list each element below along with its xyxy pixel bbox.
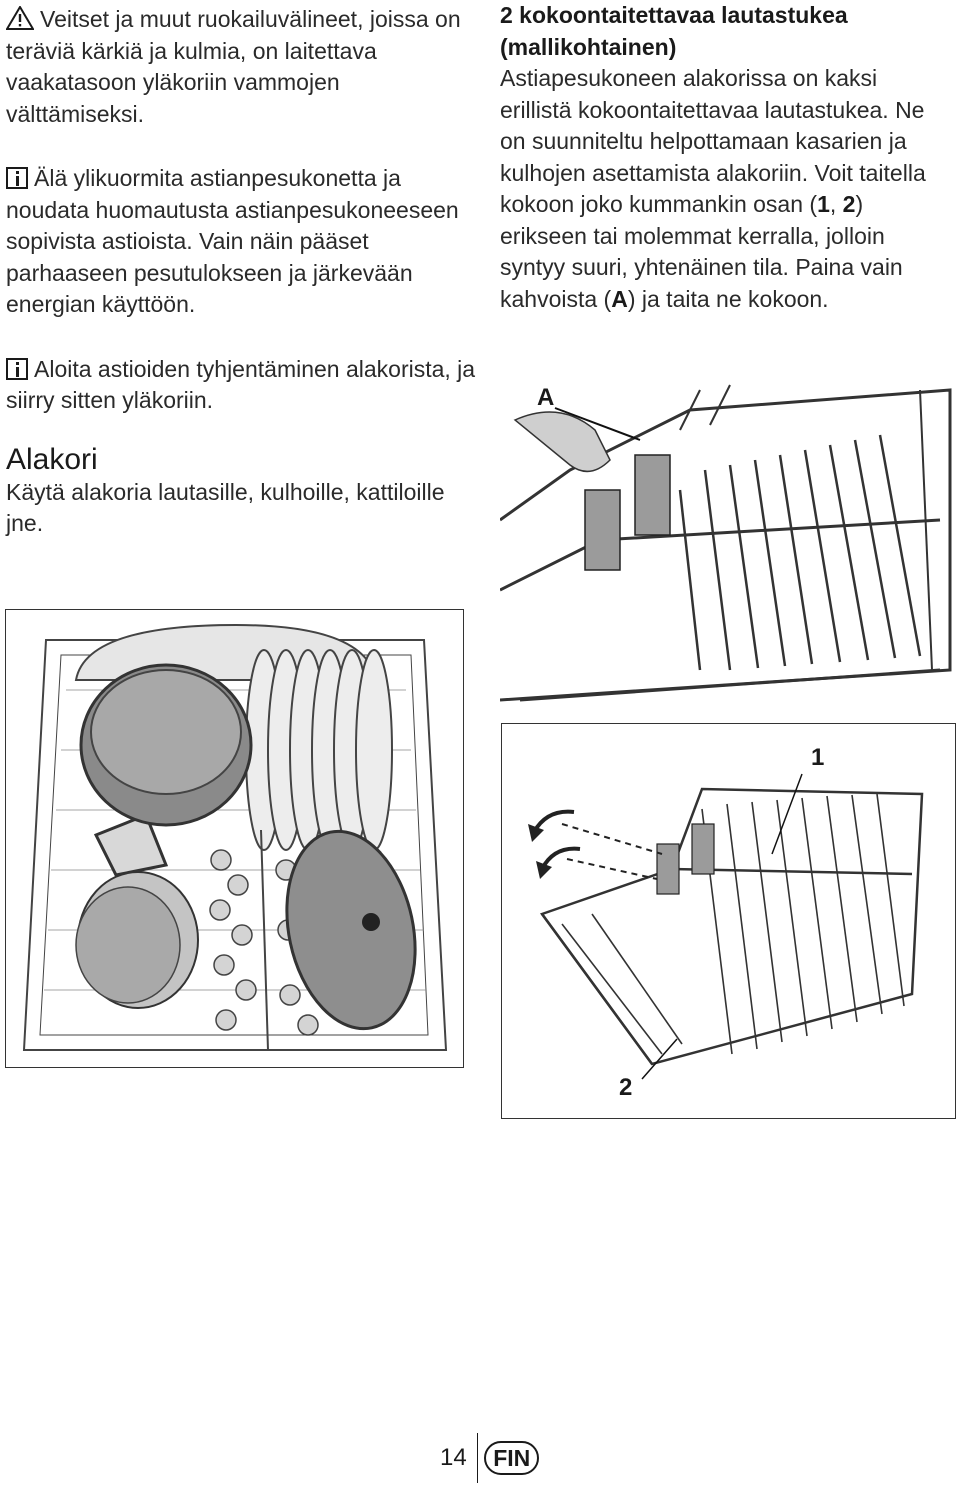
label-a: A	[537, 384, 555, 411]
section-title: Alakori	[6, 442, 98, 476]
page-footer: 14 FIN	[440, 1432, 540, 1484]
info-icon	[6, 167, 28, 189]
warning-text: Veitset ja muut ruokailuvälineet, joissa…	[6, 6, 461, 127]
warning-paragraph: Veitset ja muut ruokailuvälineet, joissa…	[6, 4, 476, 130]
info-paragraph-1: Älä ylikuormita astianpesukonetta ja nou…	[6, 163, 476, 321]
info-paragraph-2: Aloita astioiden tyhjentäminen alakorist…	[6, 354, 476, 417]
label-1: 1	[811, 744, 825, 771]
body-text: ) erikseen tai molemmat kerralla, jolloi…	[500, 191, 903, 312]
right-column: 2 kokoontaitettavaa lautastukea (malliko…	[500, 0, 955, 315]
ref-1: 1	[817, 191, 830, 217]
info-icon	[6, 357, 28, 380]
folding-basket-drawing	[528, 773, 924, 1080]
right-body: Astiapesukoneen alakorissa on kaksi eril…	[500, 63, 955, 315]
left-column: Veitset ja muut ruokailuvälineet, joissa…	[6, 4, 476, 540]
handle-detail-illustration: A	[499, 370, 956, 712]
right-heading-2: (mallikohtainen)	[500, 33, 677, 60]
language-badge: FIN	[484, 1441, 540, 1475]
body-sep: ,	[829, 191, 843, 217]
section-text: Käytä alakoria lautasille, kulhoille, ka…	[6, 478, 445, 537]
body-text: Astiapesukoneen alakorissa on kaksi eril…	[500, 65, 926, 217]
right-heading-1: 2 kokoontaitettavaa lautastukea	[500, 2, 848, 28]
lower-basket-loaded-illustration	[5, 609, 464, 1068]
ref-2: 2	[842, 191, 856, 217]
basket-top-view-drawing	[22, 623, 448, 1051]
label-2: 2	[619, 1074, 633, 1101]
folding-supports-illustration: 1 2	[501, 723, 956, 1119]
footer-divider	[476, 1433, 479, 1483]
warning-icon	[6, 6, 34, 30]
page-number: 14	[440, 1444, 467, 1471]
ref-a: A	[611, 285, 628, 312]
basket-handle-drawing	[499, 384, 952, 702]
info-text-1: Älä ylikuormita astianpesukonetta ja nou…	[6, 165, 459, 317]
body-text: ) ja taita ne kokoon.	[627, 285, 829, 312]
info-text-2: Aloita astioiden tyhjentäminen alakorist…	[6, 355, 476, 414]
